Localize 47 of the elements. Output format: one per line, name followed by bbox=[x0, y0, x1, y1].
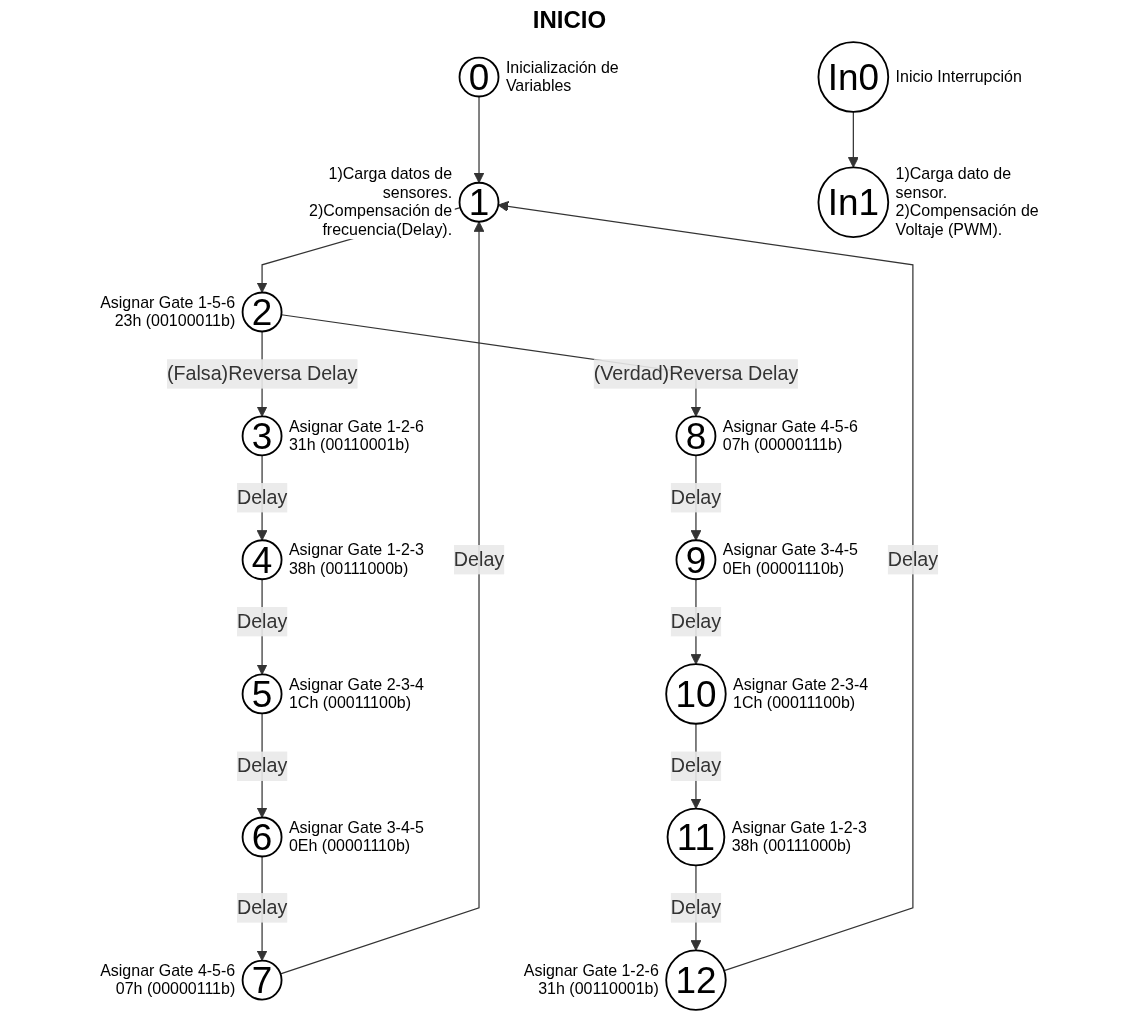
edge-label: Delay bbox=[236, 486, 288, 508]
arrow bbox=[279, 221, 485, 975]
state-caption: Inicio Interrupción bbox=[895, 67, 1022, 85]
edge-label: (Verdad)Reversa Delay bbox=[593, 362, 799, 384]
edge-label: Delay bbox=[887, 548, 939, 570]
node-circle: In1 bbox=[817, 166, 890, 239]
edge-label: Delay bbox=[670, 486, 722, 508]
edge-label: Delay bbox=[236, 896, 288, 918]
node-circle: 9 bbox=[675, 539, 717, 581]
edge-label: Delay bbox=[236, 755, 288, 777]
state-caption: Asignar Gate 1-2-3 38h (00111000b) bbox=[731, 818, 867, 855]
node-circle: 0 bbox=[458, 56, 500, 98]
state-caption: Asignar Gate 4-5-6 07h (00000111b) bbox=[722, 417, 858, 454]
node-circle: 6 bbox=[241, 816, 283, 858]
edge-label: Delay bbox=[453, 548, 505, 570]
edge-label: Delay bbox=[670, 755, 722, 777]
edge-label: Delay bbox=[670, 896, 722, 918]
node-circle: 3 bbox=[241, 415, 283, 457]
state-caption: Asignar Gate 1-2-6 31h (00110001b) bbox=[288, 417, 424, 454]
node-circle: 10 bbox=[665, 663, 727, 725]
node-circle: 4 bbox=[241, 539, 283, 581]
state-caption: Asignar Gate 1-5-6 23h (00100011b) bbox=[100, 293, 236, 330]
diagram-title: INICIO bbox=[531, 6, 608, 34]
state-caption: 1)Carga datos de sensores. 2)Compensación de frecuencia(Delay). bbox=[309, 165, 453, 238]
state-caption: Asignar Gate 4-5-6 07h (00000111b) bbox=[100, 961, 236, 998]
node-circle: 12 bbox=[665, 949, 727, 1011]
arrow bbox=[497, 201, 914, 972]
state-caption: Asignar Gate 2-3-4 1Ch (00011100b) bbox=[733, 675, 869, 712]
edge-label: Delay bbox=[236, 610, 288, 632]
edge-label: (Falsa)Reversa Delay bbox=[166, 362, 358, 384]
state-caption: Asignar Gate 2-3-4 1Ch (00011100b) bbox=[288, 675, 424, 712]
edge-label: Delay bbox=[670, 610, 722, 632]
node-circle: In0 bbox=[817, 41, 890, 113]
arrow bbox=[473, 95, 485, 184]
node-circle: 1 bbox=[458, 181, 500, 223]
state-caption: 1)Carga dato de sensor. 2)Compensación de Voltaje (PWM). bbox=[895, 165, 1039, 238]
node-circle: 7 bbox=[241, 959, 283, 1001]
node-circle: 11 bbox=[666, 807, 726, 867]
state-caption: Asignar Gate 1-2-6 31h (00110001b) bbox=[523, 961, 659, 998]
node-circle: 5 bbox=[241, 673, 283, 715]
state-caption: Inicialización de Variables bbox=[505, 58, 619, 95]
arrow bbox=[847, 111, 859, 168]
state-caption: Asignar Gate 1-2-3 38h (00111000b) bbox=[288, 541, 424, 577]
node-circle: 2 bbox=[241, 291, 283, 333]
state-caption: Asignar Gate 3-4-5 0Eh (00001110b) bbox=[288, 818, 424, 855]
node-circle: 8 bbox=[675, 415, 717, 457]
state-caption: Asignar Gate 3-4-5 0Eh (00001110b) bbox=[722, 541, 858, 577]
